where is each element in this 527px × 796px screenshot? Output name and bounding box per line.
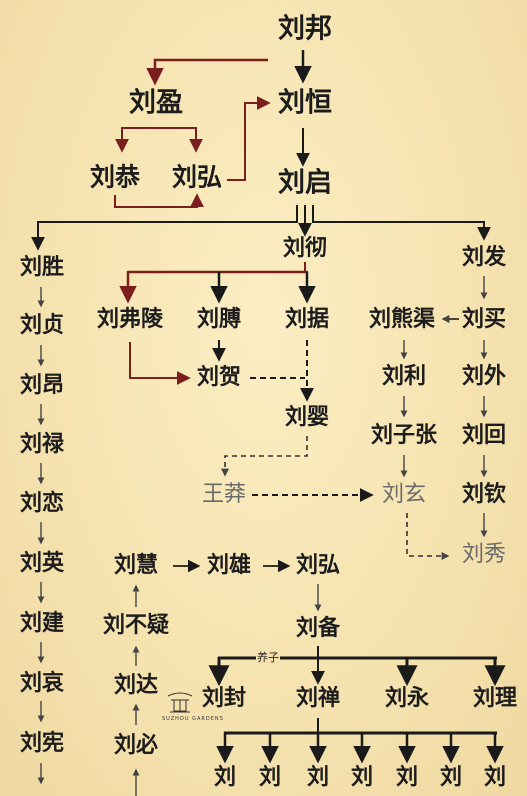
node-liuqi: 刘启 bbox=[278, 167, 332, 199]
node-liuhong-2: 刘弘 bbox=[295, 553, 341, 578]
node-liujian: 刘建 bbox=[19, 611, 65, 636]
node-liuxuan: 刘玄 bbox=[381, 482, 427, 507]
node-liuwai: 刘外 bbox=[461, 364, 507, 389]
node-liuxiongqu: 刘熊渠 bbox=[368, 307, 436, 332]
node-wangmang: 王莽 bbox=[201, 482, 247, 507]
node-liuxiong: 刘雄 bbox=[206, 553, 252, 578]
node-liusheng: 刘胜 bbox=[19, 255, 65, 280]
node-liubei: 刘备 bbox=[295, 616, 341, 641]
node-liuju: 刘据 bbox=[284, 307, 330, 332]
node-liubuyi: 刘不疑 bbox=[102, 613, 170, 638]
node-liuda: 刘达 bbox=[113, 673, 159, 698]
node-liuying: 刘盈 bbox=[129, 87, 183, 119]
node-liubi: 刘必 bbox=[113, 733, 159, 758]
node-liuli: 刘利 bbox=[381, 364, 427, 389]
node-liuzhen: 刘贞 bbox=[19, 313, 65, 338]
grandson-4: 刘 bbox=[350, 765, 374, 790]
node-liuxian: 刘宪 bbox=[19, 731, 65, 756]
node-liuhui-2: 刘慧 bbox=[113, 553, 159, 578]
node-liuhe: 刘贺 bbox=[196, 365, 242, 390]
grandson-7: 刘 bbox=[483, 765, 507, 790]
node-liulu: 刘禄 bbox=[19, 432, 65, 457]
watermark-logo bbox=[167, 692, 193, 713]
grandson-5: 刘 bbox=[395, 765, 419, 790]
node-liuxiu: 刘秀 bbox=[461, 542, 507, 567]
node-liulian: 刘恋 bbox=[19, 491, 65, 516]
node-liuyong: 刘永 bbox=[384, 686, 430, 711]
node-liuang: 刘昂 bbox=[19, 373, 65, 398]
node-liuqin: 刘钦 bbox=[461, 482, 507, 507]
grandson-2: 刘 bbox=[258, 765, 282, 790]
node-liuche: 刘彻 bbox=[282, 236, 328, 261]
adopted-label: 养子 bbox=[256, 649, 280, 665]
node-liuying-2: 刘婴 bbox=[284, 405, 330, 430]
node-liuzizhang: 刘子张 bbox=[370, 423, 438, 448]
node-liuai: 刘哀 bbox=[19, 671, 65, 696]
node-liubo: 刘膊 bbox=[196, 307, 242, 332]
node-liuheng: 刘恒 bbox=[278, 87, 332, 119]
node-liushan: 刘禅 bbox=[295, 686, 341, 711]
grandson-1: 刘 bbox=[213, 765, 237, 790]
node-liufuling: 刘弗陵 bbox=[96, 307, 164, 332]
node-liuli-2: 刘理 bbox=[472, 686, 518, 711]
grandson-6: 刘 bbox=[439, 765, 463, 790]
node-liuhong-1: 刘弘 bbox=[171, 162, 223, 192]
node-liumai: 刘买 bbox=[461, 307, 507, 332]
node-liufeng: 刘封 bbox=[201, 686, 247, 711]
node-liubang: 刘邦 bbox=[278, 13, 332, 45]
node-liuhui: 刘回 bbox=[461, 423, 507, 448]
watermark-text: SUZHOU GARDENS bbox=[162, 716, 224, 722]
node-liuying-3: 刘英 bbox=[19, 551, 65, 576]
node-liufa: 刘发 bbox=[461, 245, 507, 270]
grandson-3: 刘 bbox=[306, 765, 330, 790]
node-liugong: 刘恭 bbox=[89, 162, 141, 192]
